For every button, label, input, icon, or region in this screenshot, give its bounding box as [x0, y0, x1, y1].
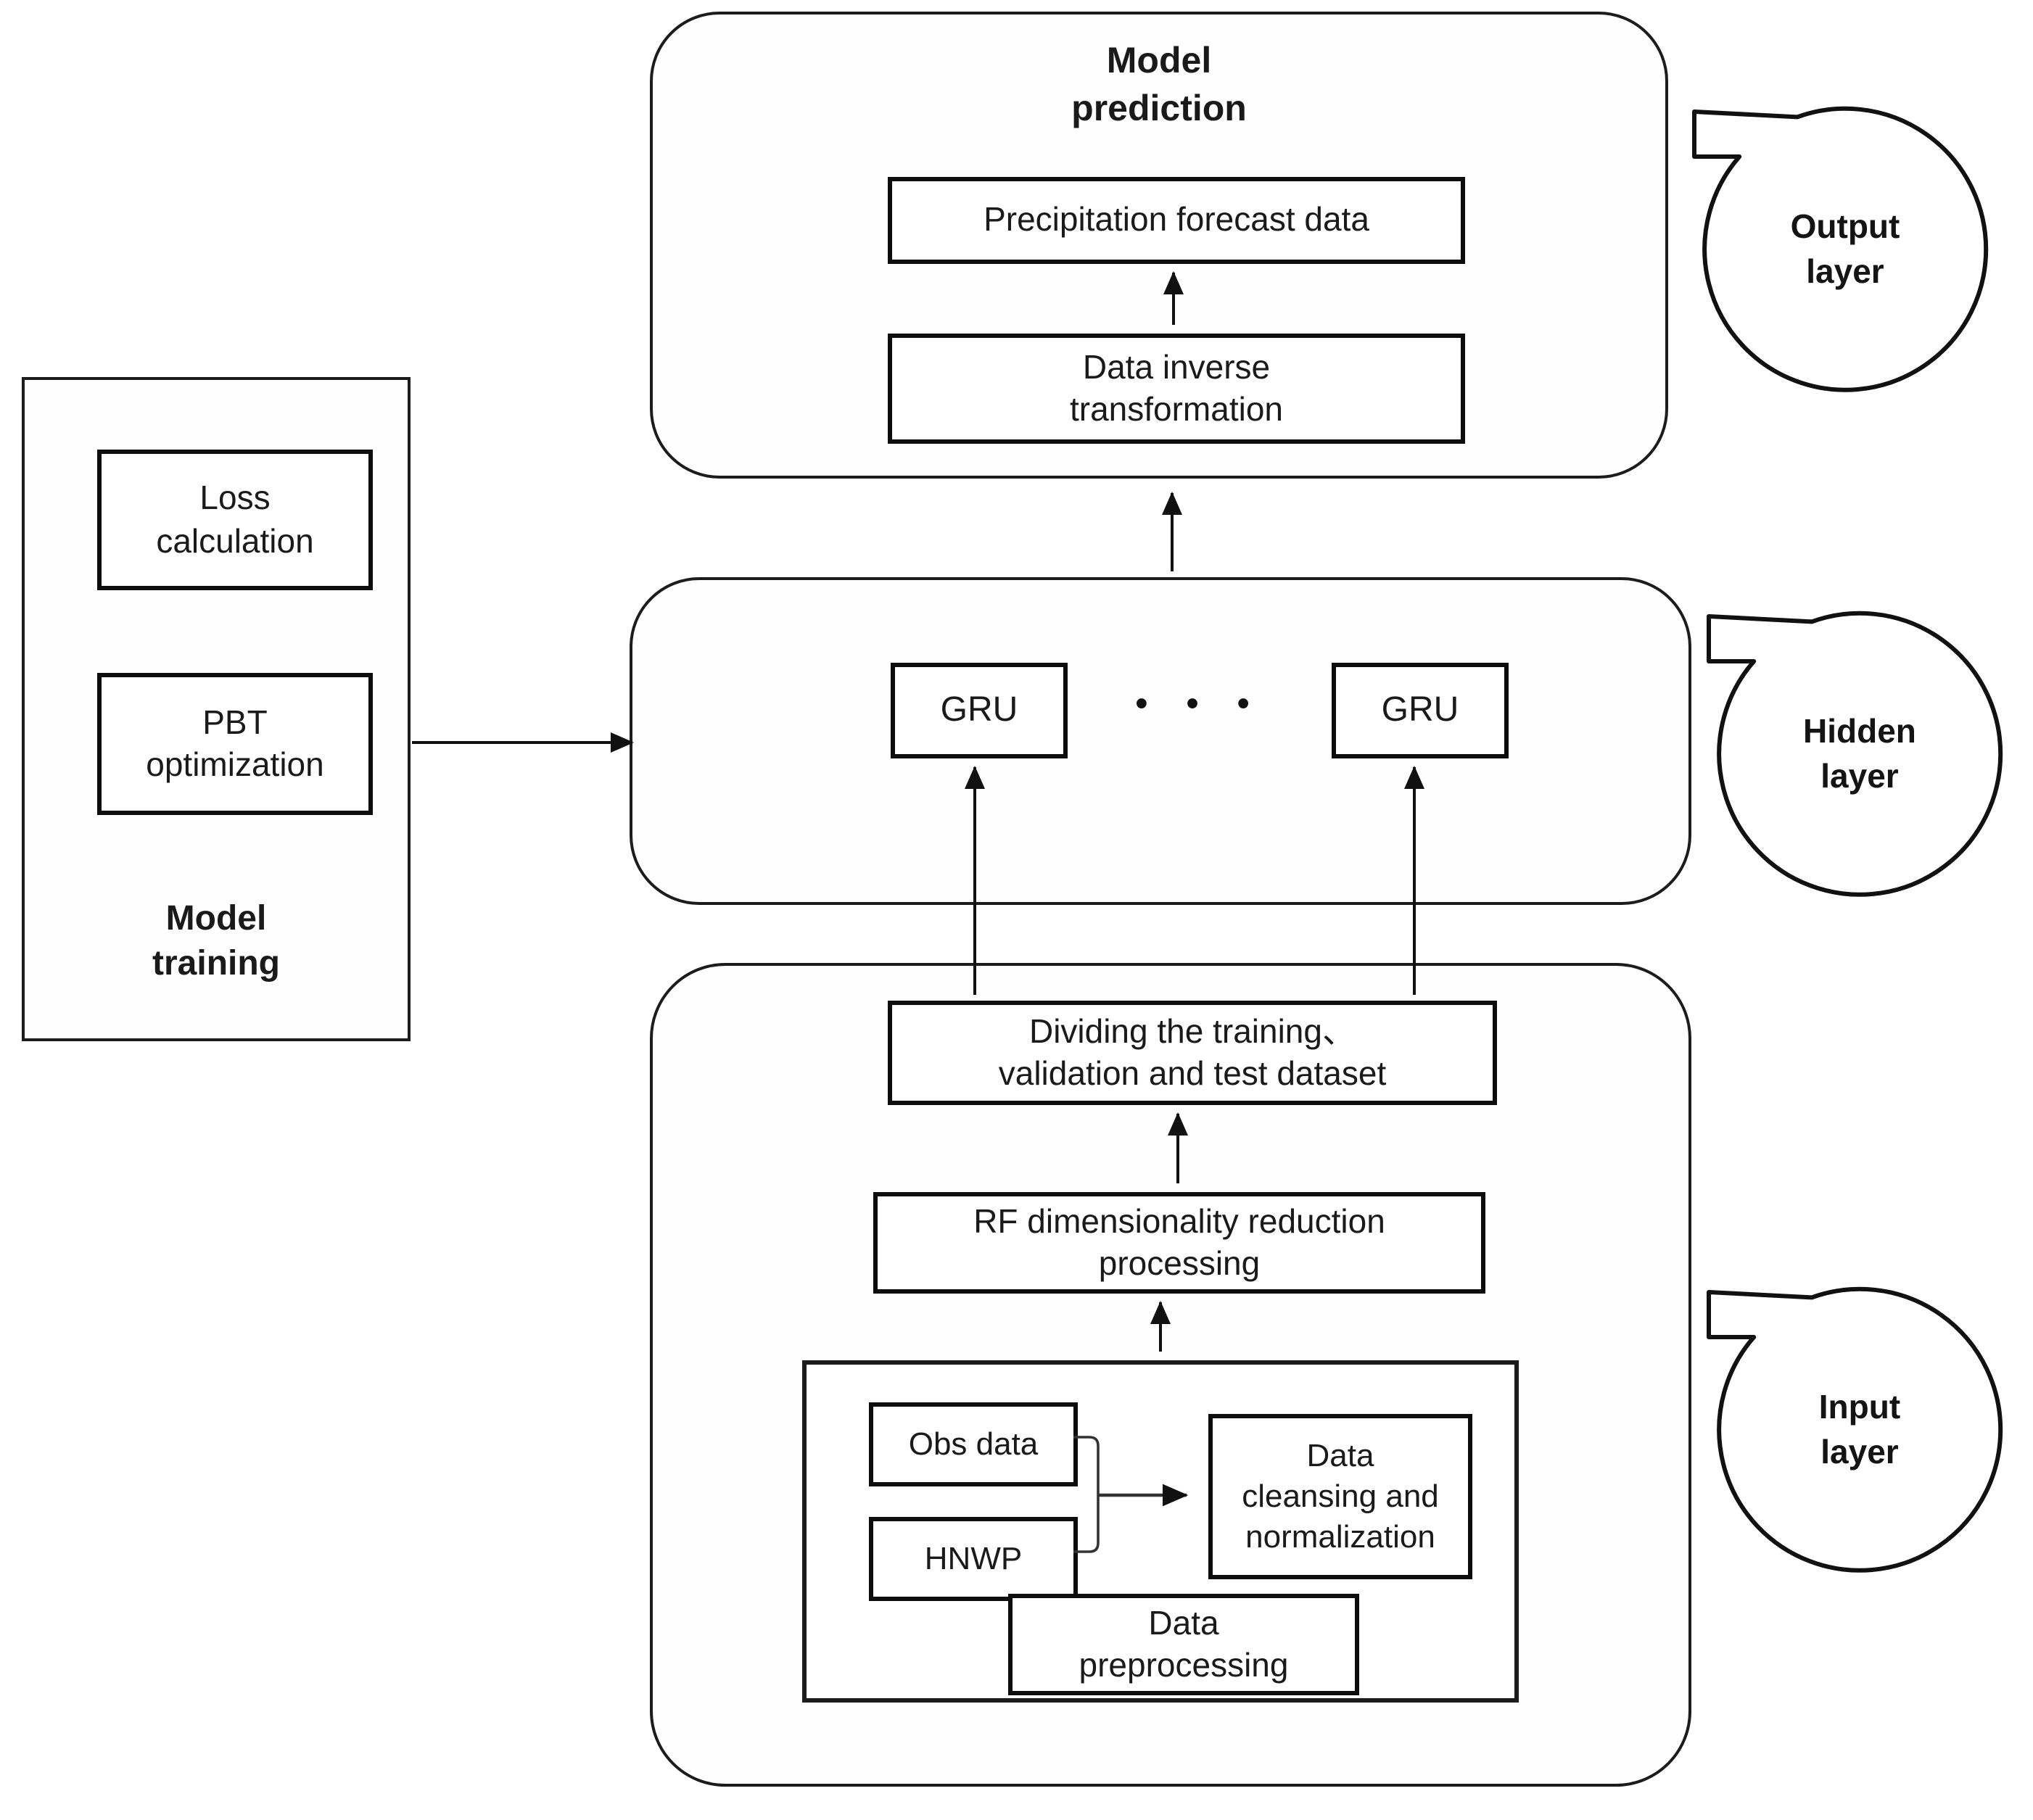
data-inverse-line1: Data inverse — [1082, 347, 1271, 386]
data-inverse-line2: transformation — [1069, 390, 1283, 428]
hidden-layer-line2: layer — [1820, 757, 1899, 795]
gru-ellipsis: • • • — [1135, 684, 1264, 724]
hnwp-box: HNWP — [869, 1517, 1078, 1601]
pbt-optimization-line2: optimization — [146, 745, 324, 783]
obs-data-label: Obs data — [908, 1425, 1039, 1462]
rf-dimensionality-box: RF dimensionality reduction processing — [873, 1192, 1485, 1294]
gru-right-label: GRU — [1381, 690, 1459, 729]
data-cleansing-box: Data cleansing and normalization — [1208, 1414, 1472, 1579]
model-training-title: Model training — [25, 896, 408, 987]
model-training-panel: Loss calculation PBT optimization Model … — [22, 377, 411, 1041]
model-prediction-title-line2: prediction — [1071, 88, 1247, 128]
model-training-title-line1: Model — [165, 899, 267, 938]
hidden-layer-line1: Hidden — [1803, 711, 1916, 750]
obs-data-box: Obs data — [869, 1402, 1078, 1486]
data-preprocessing-label-box: Data preprocessing — [1008, 1594, 1359, 1695]
input-layer-line1: Input — [1818, 1387, 1901, 1426]
data-preprocessing-container: Obs data HNWP Data cleansing and normali… — [802, 1360, 1519, 1703]
pbt-optimization-box: PBT optimization — [97, 673, 373, 815]
data-inverse-transformation-box: Data inverse transformation — [888, 334, 1465, 444]
dividing-dataset-box: Dividing the training、 validation and te… — [888, 1001, 1497, 1105]
input-layer-label: Input layer — [1715, 1385, 2005, 1475]
data-preprocessing-line2: preprocessing — [1079, 1646, 1289, 1684]
data-cleansing-line3: normalization — [1245, 1518, 1435, 1555]
data-cleansing-line1: Data — [1306, 1436, 1374, 1473]
output-layer-callout-shape — [1692, 106, 1989, 392]
input-layer-line2: layer — [1820, 1433, 1899, 1471]
rf-dimensionality-line2: processing — [1098, 1244, 1261, 1282]
gru-left-label: GRU — [940, 690, 1018, 729]
data-preprocessing-line1: Data — [1148, 1603, 1219, 1642]
hidden-layer-callout: Hidden layer — [1703, 600, 2008, 905]
output-layer-label: Output layer — [1700, 204, 1990, 294]
loss-calculation-line1: Loss — [199, 479, 271, 517]
precipitation-forecast-box: Precipitation forecast data — [888, 177, 1465, 264]
data-cleansing-line2: cleansing and — [1242, 1477, 1439, 1514]
gru-box-left: GRU — [891, 663, 1068, 758]
hidden-layer-panel: GRU GRU • • • — [630, 577, 1691, 905]
pbt-optimization-line1: PBT — [202, 703, 268, 741]
output-layer-line1: Output — [1790, 207, 1900, 245]
dividing-dataset-line1: Dividing the training、 — [1028, 1012, 1356, 1050]
input-layer-panel: Dividing the training、 validation and te… — [650, 963, 1691, 1787]
output-layer-callout: Output layer — [1688, 96, 1993, 400]
loss-calculation-line2: calculation — [156, 521, 314, 559]
hnwp-label: HNWP — [924, 1539, 1023, 1576]
input-layer-callout: Input layer — [1703, 1276, 2008, 1581]
loss-calculation-box: Loss calculation — [97, 450, 373, 590]
precipitation-forecast-label: Precipitation forecast data — [983, 200, 1369, 239]
model-prediction-title-line1: Model — [1106, 41, 1212, 81]
hidden-layer-callout-shape — [1707, 611, 2003, 897]
gru-box-right: GRU — [1332, 663, 1509, 758]
model-training-title-line2: training — [152, 944, 280, 984]
dividing-dataset-line2: validation and test dataset — [998, 1054, 1387, 1092]
input-layer-callout-shape — [1707, 1286, 2003, 1573]
hidden-layer-label: Hidden layer — [1715, 709, 2005, 799]
model-prediction-title: Model prediction — [653, 38, 1665, 132]
rf-dimensionality-line1: RF dimensionality reduction — [973, 1201, 1385, 1240]
model-prediction-panel: Model prediction Precipitation forecast … — [650, 12, 1668, 479]
output-layer-line2: layer — [1806, 252, 1884, 290]
